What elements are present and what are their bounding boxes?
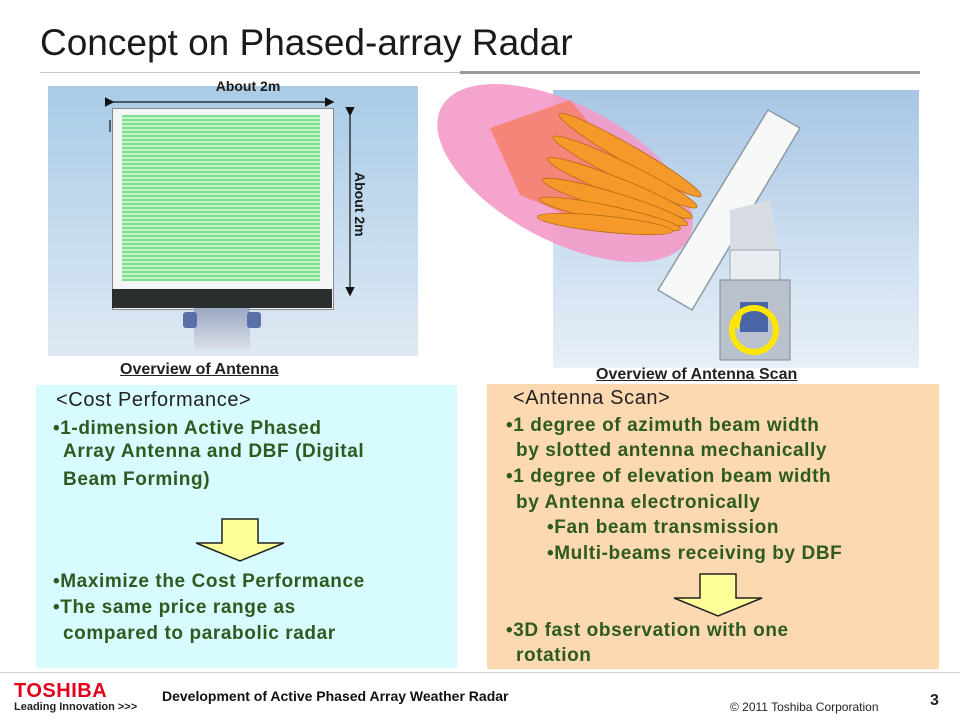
bullet-text: •1 degree of elevation beam width — [506, 466, 832, 487]
bullet-text: by Antenna electronically — [516, 492, 761, 513]
bullet-text: •1-dimension Active Phased — [53, 418, 322, 439]
width-label: About 2m — [215, 78, 281, 94]
antenna-panel-base — [112, 289, 332, 308]
bullet-text: •3D fast observation with one — [506, 620, 789, 641]
bullet-text: rotation — [516, 645, 592, 666]
logo-tagline: Leading Innovation >>> — [14, 701, 138, 713]
copyright-notice: © 2011 Toshiba Corporation — [730, 700, 879, 714]
down-arrow-icon — [673, 573, 763, 617]
footer-rule — [0, 672, 960, 673]
antenna-scan-box: <Antenna Scan> •1 degree of azimuth beam… — [487, 384, 939, 669]
bullet-text: •Fan beam transmission — [547, 517, 780, 538]
antenna-scan-heading: <Antenna Scan> — [513, 387, 671, 409]
dimension-arrows — [104, 97, 355, 297]
antenna-overview-caption: Overview of Antenna — [120, 361, 279, 378]
antenna-array-face — [122, 115, 320, 281]
slide-title: Concept on Phased-array Radar — [40, 22, 573, 63]
cost-performance-heading: <Cost Performance> — [56, 389, 252, 411]
bullet-text: •The same price range as — [53, 597, 296, 618]
bullet-text: •Maximize the Cost Performance — [53, 571, 365, 592]
bullet-text: Array Antenna and DBF (Digital — [63, 441, 365, 462]
tilted-antenna-panel — [656, 108, 802, 312]
toshiba-logo: TOSHIBA — [14, 680, 108, 702]
antenna-scan-caption: Overview of Antenna Scan — [596, 366, 798, 383]
antenna-pedestal — [194, 308, 250, 350]
beam-group — [536, 112, 702, 236]
footer-title: Development of Active Phased Array Weath… — [162, 688, 509, 704]
title-rule — [40, 72, 460, 73]
bullet-text: compared to parabolic radar — [63, 623, 336, 644]
down-arrow-icon — [195, 518, 285, 562]
pedestal-motor-right — [247, 312, 261, 328]
pedestal-motor-left — [183, 312, 197, 328]
cost-performance-box: <Cost Performance> •1-dimension Active P… — [36, 385, 457, 668]
page-number: 3 — [930, 692, 939, 709]
bullet-text: by slotted antenna mechanically — [516, 440, 828, 461]
title-rule-right — [460, 71, 920, 74]
beam — [536, 212, 674, 236]
height-label: About 2m — [352, 172, 368, 237]
bullet-text: •1 degree of azimuth beam width — [506, 415, 820, 436]
scan-illustration — [437, 83, 802, 361]
radome-cap — [729, 249, 781, 281]
rotation-arrow — [729, 305, 779, 355]
bullet-text: •Multi-beams receiving by DBF — [547, 543, 843, 564]
bullet-text: Beam Forming) — [63, 469, 211, 490]
